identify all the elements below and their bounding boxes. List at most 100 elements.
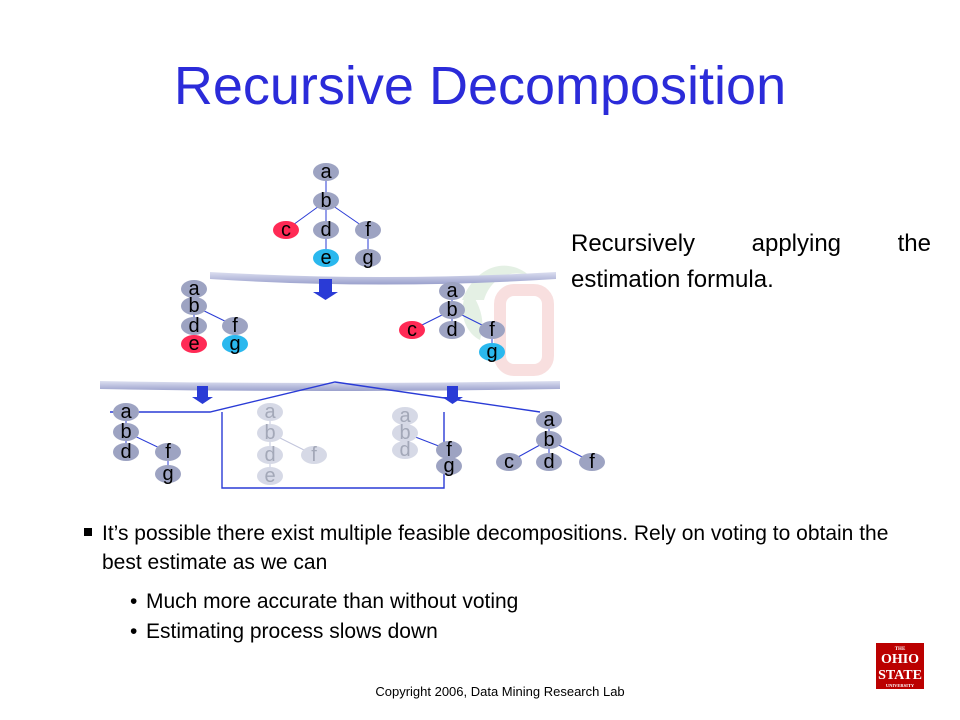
node-ellipse [496,453,522,471]
node-ellipse [479,343,505,361]
node-label: d [446,319,457,341]
node-label: a [399,405,411,427]
node-label: d [543,451,554,473]
tree-node-left-a: a [181,278,207,300]
node-ellipse [436,441,462,459]
node-label: b [120,421,131,443]
tree-node-leaf2-e: e [257,465,283,487]
node-label: d [188,315,199,337]
logo-line-1: THE [895,647,906,652]
node-label: a [120,401,132,423]
slide-title: Recursive Decomposition [173,56,787,116]
sub-bullet-text: Much more accurate than without voting [146,590,519,613]
tree-node-left-e: e [181,333,207,355]
node-label: g [229,333,240,355]
tree-node-leaf3-d: d [392,439,418,461]
node-ellipse [579,453,605,471]
tree-node-leaf4-f: f [579,451,605,473]
tree-node-root-c: c [273,219,299,241]
node-ellipse [479,321,505,339]
node-label: a [446,280,458,302]
node-ellipse [392,407,418,425]
logo-line-3: STATE [878,668,922,683]
node-label: f [232,315,238,337]
bullet-list: It’s possible there exist multiple feasi… [84,519,894,647]
node-ellipse [536,431,562,449]
node-ellipse [392,424,418,442]
sub-bullet-text: Estimating process slows down [146,620,438,643]
tree-node-leaf1-g: g [155,463,181,485]
node-label: c [504,451,514,473]
bullet-item: It’s possible there exist multiple feasi… [84,519,894,577]
node-ellipse [399,321,425,339]
node-ellipse [113,423,139,441]
tree-node-leaf4-c: c [496,451,522,473]
tree-node-left-b: b [181,295,207,317]
node-label: a [188,278,200,300]
node-ellipse [181,280,207,298]
sub-bullet-item: • Much more accurate than without voting [84,587,894,617]
copyright-footer: Copyright 2006, Data Mining Research Lab [375,684,625,699]
node-label: d [399,439,410,461]
tree-edges-faded [269,412,315,476]
tree-node-right-d: d [439,319,465,341]
node-ellipse [181,335,207,353]
tree-node-leaf3-f: f [436,439,462,461]
tree-node-leaf1-a: a [113,401,139,423]
dot-bullet-icon: • [130,620,138,643]
divider-bar-bottom [100,381,560,391]
node-label: b [543,429,554,451]
node-label: d [264,444,275,466]
node-ellipse [113,403,139,421]
node-ellipse [222,317,248,335]
node-ellipse [439,301,465,319]
node-label: b [399,422,410,444]
ohio-state-logo: THE OHIO STATE UNIVERSITY [876,643,924,689]
node-label: g [362,247,373,269]
tree-node-leaf1-b: b [113,421,139,443]
tree-node-leaf1-d: d [113,441,139,463]
node-label: d [320,219,331,241]
node-ellipse [536,453,562,471]
node-ellipse [257,403,283,421]
tree-node-right-c: c [399,319,425,341]
logo-line-4: UNIVERSITY [886,683,915,688]
logo-line-2: OHIO [881,652,919,667]
bullet-text: It’s possible there exist multiple feasi… [102,522,889,574]
tree-node-leaf4-a: a [536,409,562,431]
divider-bar-top [210,272,556,285]
tree-node-right-g: g [479,341,505,363]
node-label: e [188,333,199,355]
node-ellipse [257,424,283,442]
tree-node-leaf2-b: b [257,422,283,444]
node-label: f [589,451,595,473]
node-label: e [264,465,275,487]
node-ellipse [155,443,181,461]
node-ellipse [439,321,465,339]
sub-bullet-item: • Estimating process slows down [84,617,894,647]
tree-node-leaf2-f: f [301,444,327,466]
node-ellipse [313,163,339,181]
square-bullet-icon [84,528,92,536]
tree-node-leaf3-a: a [392,405,418,427]
node-label: f [365,219,371,241]
node-ellipse [313,249,339,267]
node-label: b [188,295,199,317]
node-label: c [281,219,291,241]
tree-node-leaf2-d: d [257,444,283,466]
node-ellipse [181,317,207,335]
tree-node-right-a: a [439,280,465,302]
node-ellipse [355,249,381,267]
tree-node-right-f: f [479,319,505,341]
dot-bullet-icon: • [130,590,138,613]
tree-node-root-b: b [313,190,339,212]
node-label: g [486,341,497,363]
tree-node-leaf3-b: b [392,422,418,444]
node-ellipse [313,192,339,210]
node-label: f [446,439,452,461]
node-ellipse [155,465,181,483]
tree-node-root-e: e [313,247,339,269]
node-label: c [407,319,417,341]
node-ellipse [355,221,381,239]
